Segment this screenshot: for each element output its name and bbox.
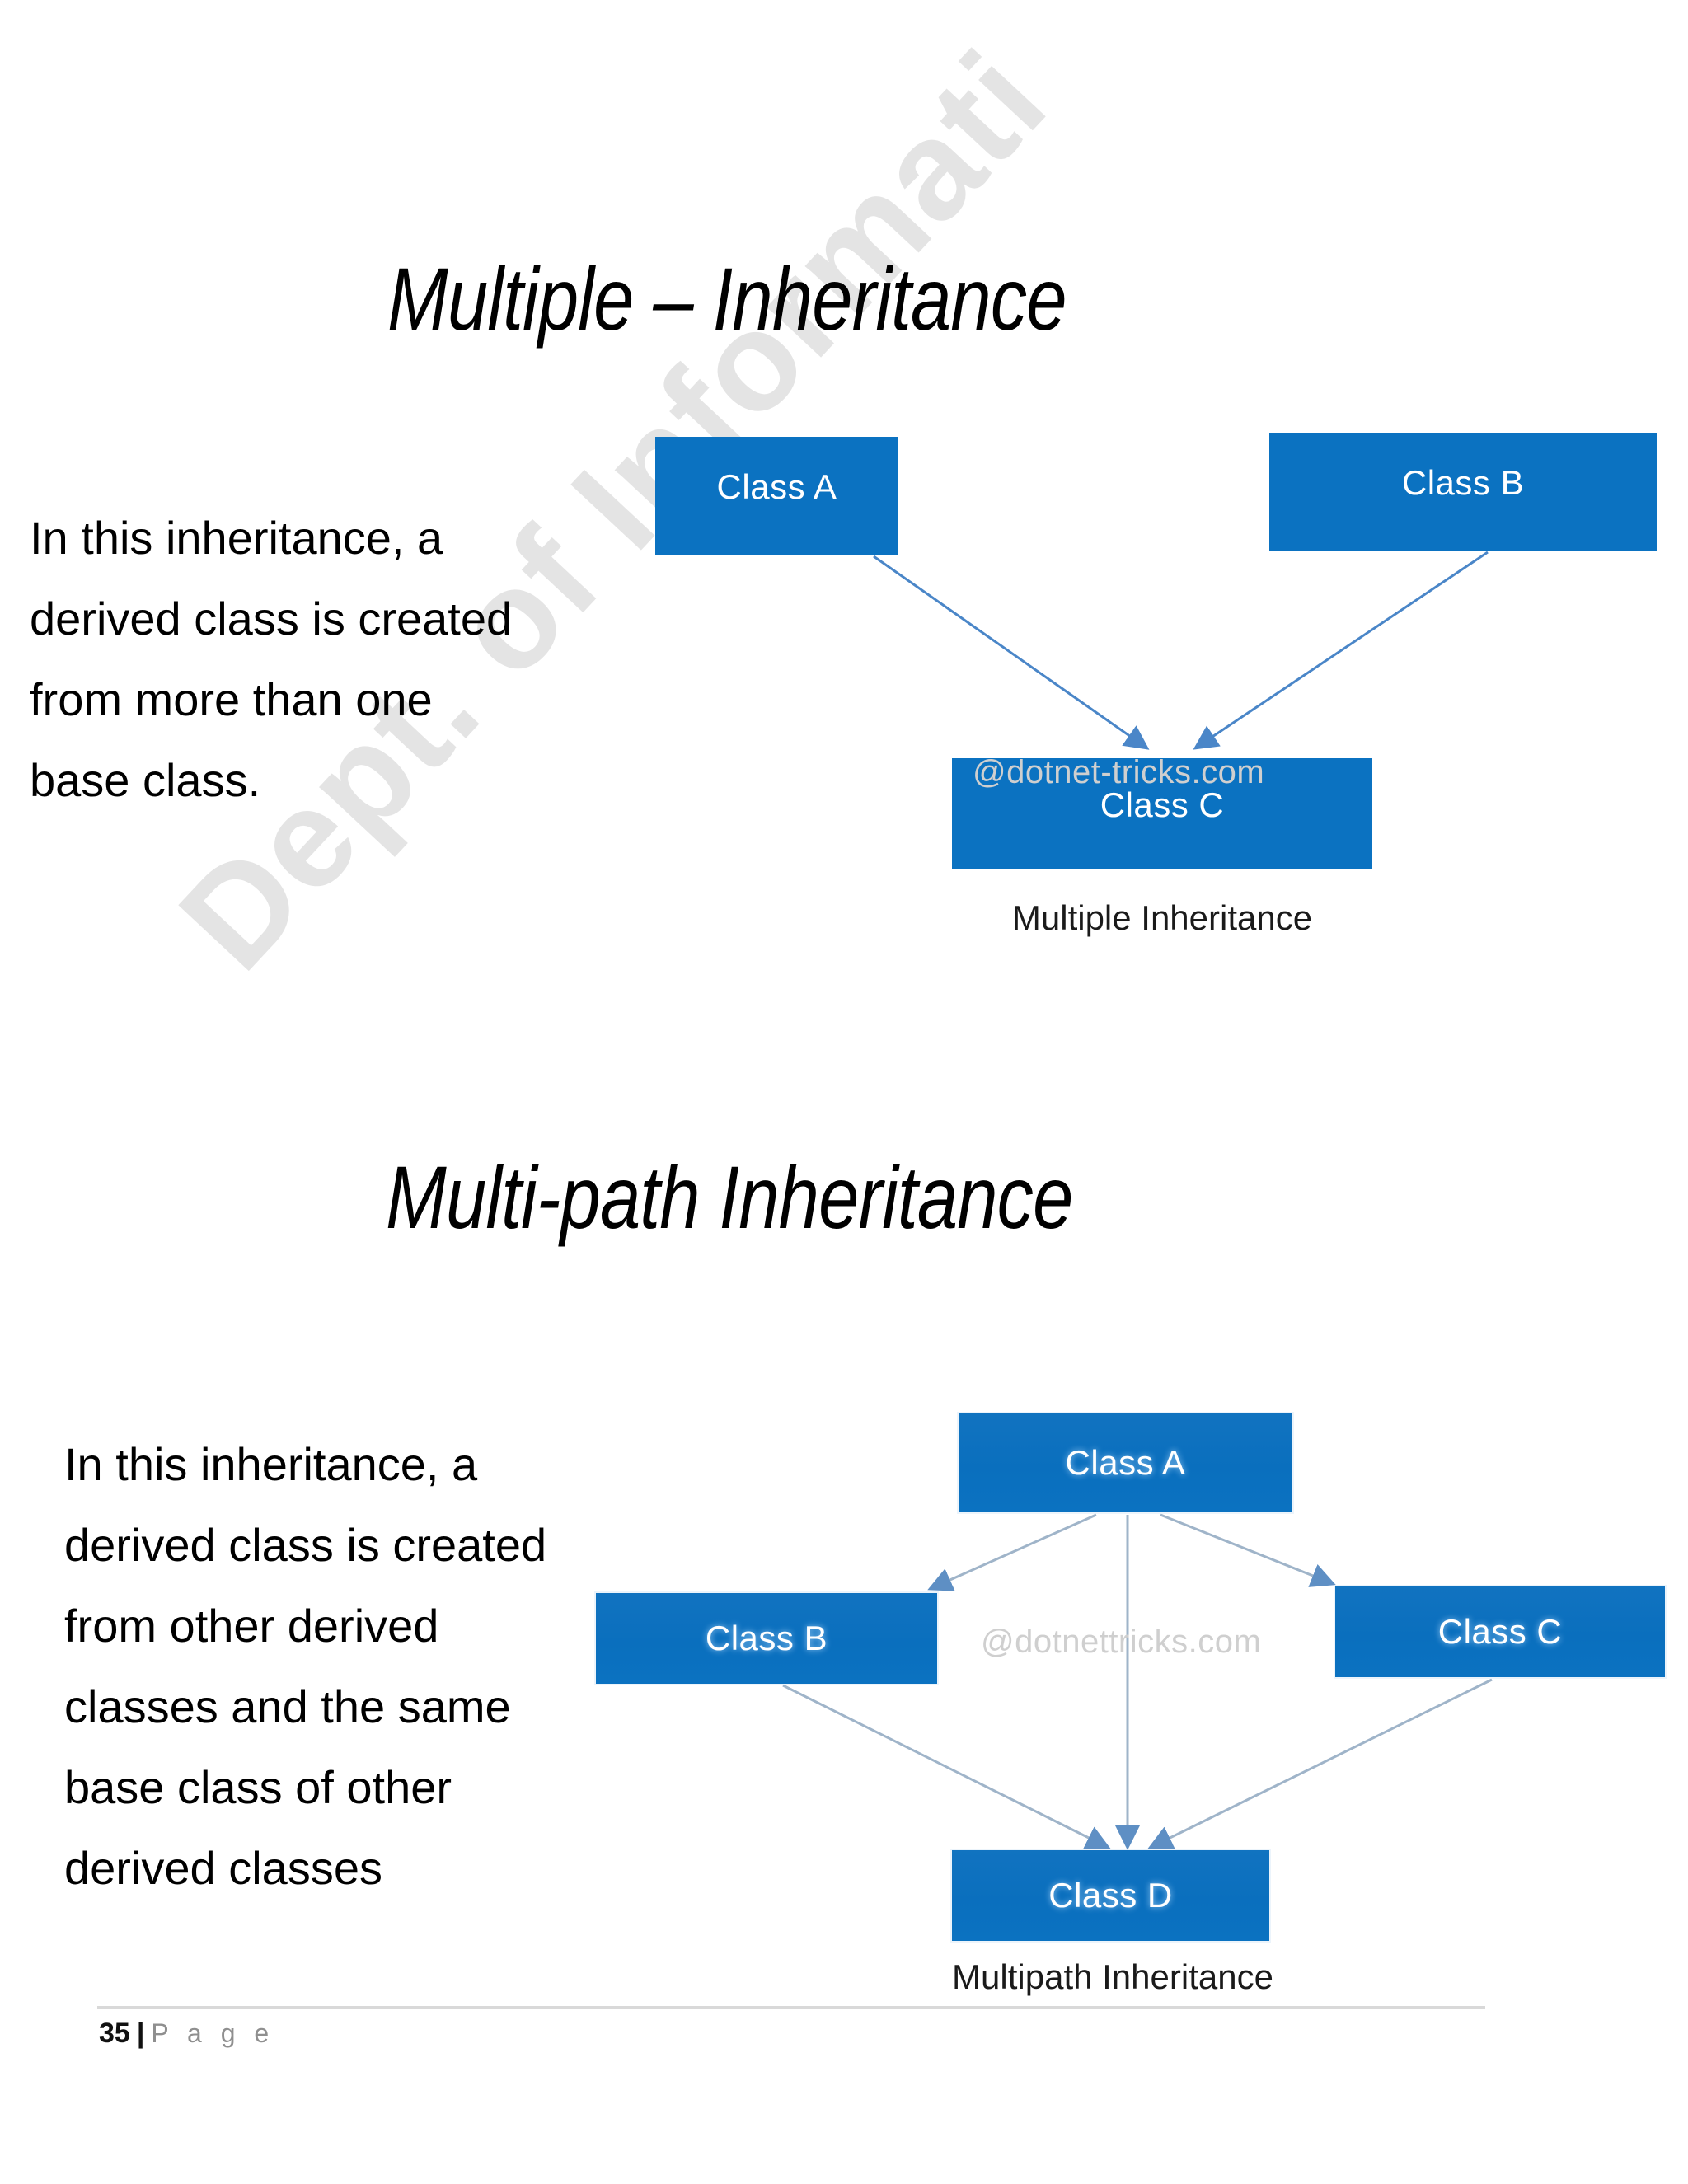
edge-classB-to-classC xyxy=(1193,551,1489,750)
edge-classA-to-classC xyxy=(1160,1513,1336,1587)
class-box-a2-label: Class A xyxy=(1065,1443,1186,1482)
edge-classA-to-classC xyxy=(873,555,1150,750)
section-heading-multipath-inheritance: Multi-path Inheritance xyxy=(386,1147,1073,1248)
class-box-c: Class C xyxy=(952,758,1372,869)
edge-classC-to-classD xyxy=(1147,1678,1493,1849)
class-box-c2: Class C xyxy=(1335,1586,1665,1677)
figure-1-watermark: @dotnet-tricks.com xyxy=(973,754,1265,790)
figure-2-watermark: @dotnettricks.com xyxy=(981,1624,1262,1660)
footer-page-number: 35 xyxy=(99,2018,130,2049)
edge-classB-to-classD xyxy=(782,1684,1111,1849)
page-footer: 35 | P a g e xyxy=(99,2018,274,2050)
class-box-d2-label: Class D xyxy=(1048,1876,1173,1915)
class-box-d2: Class D xyxy=(952,1850,1269,1941)
section-heading-multiple-inheritance: Multiple – Inheritance xyxy=(387,249,1067,349)
figure-1-connectors xyxy=(873,551,1489,750)
class-box-a2: Class A xyxy=(959,1413,1292,1512)
class-box-c2-label: Class C xyxy=(1437,1612,1563,1651)
class-box-b: Class B xyxy=(1269,433,1657,551)
figure-multipath-inheritance: Class A Class B Class C Class D @dotnett… xyxy=(569,1376,1665,2003)
footer-page-label: P a g e xyxy=(151,2018,275,2048)
figure-1-caption: Multiple Inheritance xyxy=(1011,898,1313,937)
figure-2-connectors xyxy=(782,1513,1493,1850)
section-body-multipath-inheritance: In this inheritance, a derived class is … xyxy=(64,1438,547,1894)
class-box-a-label: Class A xyxy=(716,466,837,506)
class-box-a: Class A xyxy=(655,437,898,555)
figure-multiple-inheritance: Class A Class B Class C @dotnet-tricks.c… xyxy=(626,404,1681,948)
section-body-multiple-inheritance: In this inheritance, a derived class is … xyxy=(30,512,513,806)
class-box-c-label: Class C xyxy=(1100,785,1225,824)
edge-classA-to-classB xyxy=(927,1513,1097,1591)
footer-divider xyxy=(97,2006,1485,2009)
class-box-b2: Class B xyxy=(596,1593,937,1684)
class-box-b-label: Class B xyxy=(1401,462,1525,502)
figure-2-caption: Multipath Inheritance xyxy=(952,1957,1273,1996)
footer-separator: | xyxy=(136,2018,145,2049)
class-box-b2-label: Class B xyxy=(705,1619,828,1657)
